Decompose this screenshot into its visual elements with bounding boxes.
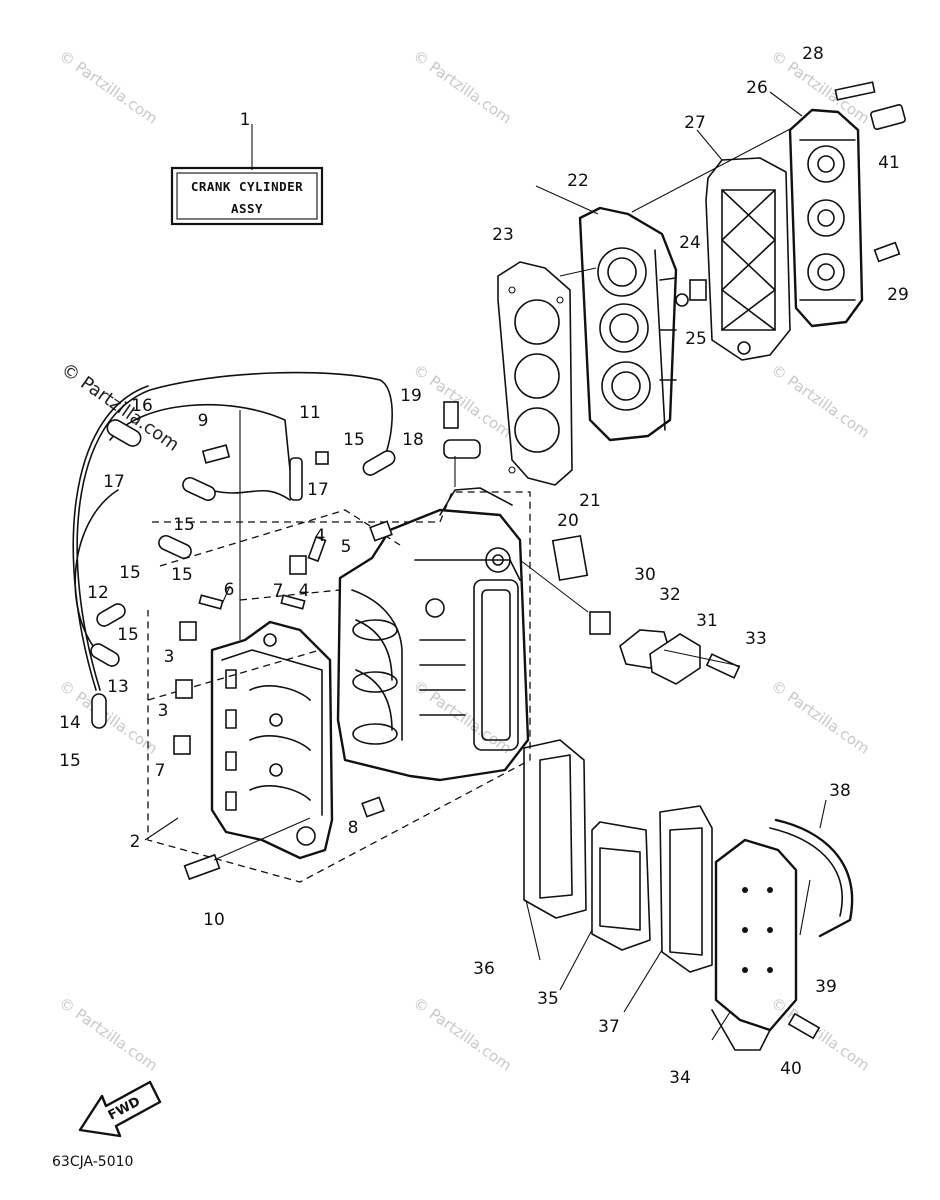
callout-15: 15	[171, 565, 193, 585]
callout-6: 6	[224, 580, 235, 600]
head-cover-gasket	[705, 157, 791, 361]
callout-31: 31	[696, 611, 718, 631]
callout-15: 15	[59, 751, 81, 771]
callout-3: 3	[164, 647, 175, 667]
watermark: © Partzilla.com	[768, 677, 873, 758]
callout-13: 13	[107, 677, 129, 697]
callout-24: 24	[679, 233, 701, 253]
callout-1: 1	[240, 110, 251, 130]
diagram-code: 63CJA-5010	[52, 1154, 133, 1170]
watermark: © Partzilla.com	[768, 361, 873, 442]
callout-12: 12	[87, 583, 109, 603]
head-cover	[788, 108, 864, 328]
callout-15: 15	[119, 563, 141, 583]
callout-36: 36	[473, 959, 495, 979]
watermark: © Partzilla.com	[57, 359, 183, 456]
callout-4: 4	[299, 581, 310, 601]
cylinder-head	[578, 206, 678, 442]
callout-25: 25	[685, 329, 707, 349]
callout-30: 30	[634, 565, 656, 585]
assembly-box-line1: CRANK CYLINDER	[191, 179, 303, 194]
callout-34: 34	[669, 1068, 691, 1088]
callout-9: 9	[198, 411, 209, 431]
callout-7: 7	[155, 761, 166, 781]
callout-8: 8	[348, 818, 359, 838]
callout-28: 28	[802, 44, 824, 64]
callout-18: 18	[402, 430, 424, 450]
callout-11: 11	[299, 403, 321, 423]
assembly-box-line2: ASSY	[231, 201, 263, 216]
assembly-box: CRANK CYLINDER ASSY	[170, 124, 324, 226]
exhaust-plates	[523, 739, 798, 1051]
callout-35: 35	[537, 989, 559, 1009]
callout-37: 37	[598, 1017, 620, 1037]
callout-7: 7	[273, 581, 284, 601]
callout-33: 33	[745, 629, 767, 649]
callout-22: 22	[567, 171, 589, 191]
leader-lines	[144, 91, 827, 1041]
callout-5: 5	[341, 537, 352, 557]
callout-23: 23	[492, 225, 514, 245]
crankcase	[210, 620, 334, 860]
callout-17: 17	[103, 472, 125, 492]
watermark: © Partzilla.com	[410, 47, 515, 128]
callout-41: 41	[878, 153, 900, 173]
watermark: © Partzilla.com	[56, 994, 161, 1075]
callout-32: 32	[659, 585, 681, 605]
callout-10: 10	[203, 910, 225, 930]
callout-15: 15	[117, 625, 139, 645]
small-parts	[90, 81, 906, 1040]
fwd-label: FWD	[106, 1094, 143, 1123]
callout-15: 15	[343, 430, 365, 450]
hose-routing	[72, 371, 393, 691]
callout-14: 14	[59, 713, 81, 733]
watermark: © Partzilla.com	[410, 994, 515, 1075]
watermark: © Partzilla.com	[410, 361, 515, 442]
watermark: © Partzilla.com	[56, 47, 161, 128]
callout-29: 29	[887, 285, 909, 305]
hose-38	[769, 818, 854, 938]
callout-21: 21	[579, 491, 601, 511]
callout-15: 15	[173, 515, 195, 535]
callout-20: 20	[557, 511, 579, 531]
head-gasket	[497, 261, 573, 486]
callouts: 1 2 3 3 4 4 5 6 7 7 8 9 10 11 12 13 14 1…	[59, 44, 909, 1088]
callout-39: 39	[815, 977, 837, 997]
callout-17: 17	[307, 480, 329, 500]
callout-19: 19	[400, 386, 422, 406]
callout-40: 40	[780, 1059, 802, 1079]
callout-3: 3	[158, 701, 169, 721]
callout-26: 26	[746, 78, 768, 98]
callout-4: 4	[315, 526, 326, 546]
callout-16: 16	[131, 396, 153, 416]
callout-2: 2	[130, 832, 141, 852]
fwd-arrow-icon: FWD	[78, 1080, 162, 1138]
callout-27: 27	[684, 113, 706, 133]
callout-38: 38	[829, 781, 851, 801]
watermark: © Partzilla.com	[410, 677, 515, 758]
